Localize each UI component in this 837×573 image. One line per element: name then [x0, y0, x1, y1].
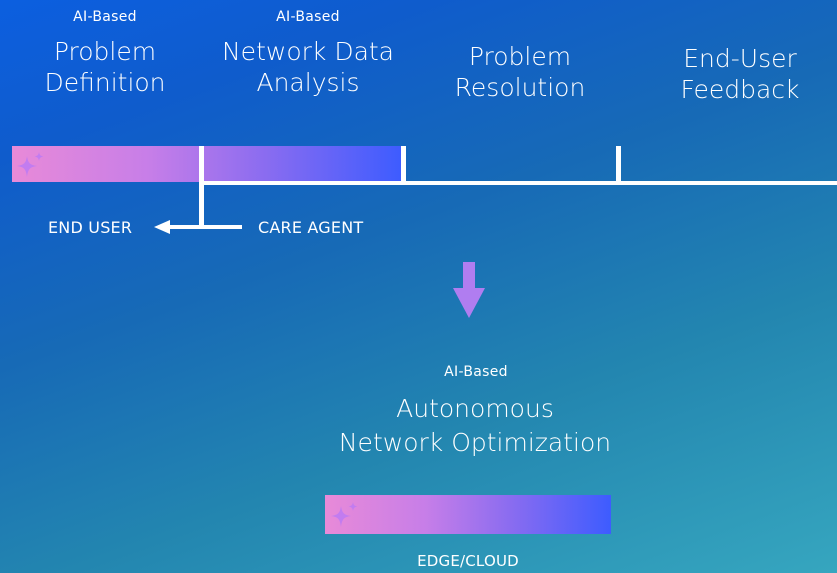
stage-2-title: Network Data Analysis — [208, 36, 408, 98]
optimization-title: Autonomous Network Optimization — [295, 392, 655, 460]
stage-1-prefix: AI-Based — [73, 9, 137, 25]
stage-4-title-line2: Feedback — [680, 75, 800, 104]
timeline-tick-3 — [401, 146, 406, 184]
stage-2-prefix: AI-Based — [276, 9, 340, 25]
edge-cloud-label: EDGE/CLOUD — [417, 552, 519, 570]
sparkle-icon — [331, 502, 358, 527]
end-user-label: END USER — [48, 218, 133, 237]
stage-3-title-line1: Problem — [468, 42, 572, 71]
stage-4-title-line1: End-User — [683, 44, 797, 73]
optimization-prefix: AI-Based — [444, 364, 508, 380]
stage-1-title-line2: Definition — [44, 68, 166, 97]
stage-4-title: End-User Feedback — [655, 43, 825, 105]
stage-3-title-line2: Resolution — [454, 73, 586, 102]
timeline-tick-4 — [616, 146, 621, 184]
stage-2-title-line1: Network Data — [221, 37, 395, 66]
stage-2-title-line2: Analysis — [256, 68, 360, 97]
care-agent-label: CARE AGENT — [258, 218, 364, 237]
timeline-tick-2 — [199, 146, 204, 226]
stage-1-title: Problem Definition — [20, 36, 190, 98]
timeline-line — [199, 181, 837, 185]
optimization-title-line2: Network Optimization — [338, 428, 612, 457]
sparkle-icon — [17, 152, 44, 177]
stage-3-title: Problem Resolution — [435, 41, 605, 103]
arrow-down-icon — [453, 262, 485, 318]
optimization-title-line1: Autonomous — [396, 394, 554, 423]
stage-1-title-line1: Problem — [53, 37, 157, 66]
timeline-progress-bar — [12, 146, 402, 182]
arrow-left-icon — [154, 220, 242, 234]
edge-cloud-bar — [325, 495, 611, 534]
